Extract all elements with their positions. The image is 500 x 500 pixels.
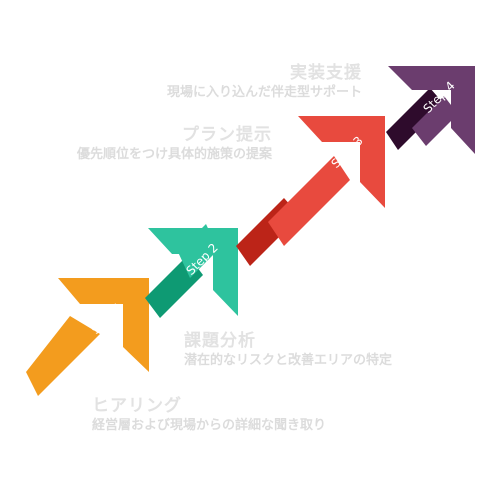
step-1-title: ヒアリング (92, 396, 182, 416)
step-2-title: 課題分析 (184, 331, 256, 351)
step-1-caption: ヒアリング 経営層および現場からの詳細な聞き取り (92, 395, 326, 435)
step-3-arrow: Step 3 (268, 88, 444, 246)
step-1-head (58, 278, 149, 372)
step-2-desc: 潜在的なリスクと改善エリアの特定 (184, 353, 393, 368)
step-2-arrow: Step 2 (148, 198, 300, 316)
step-2-head (148, 228, 238, 316)
step-3-shaft (268, 156, 350, 246)
step-4-shaft (412, 96, 458, 146)
step-4-caption: 実装支援 現場に入り込んだ伴走型サポート (167, 62, 362, 102)
step-3-shade (386, 88, 444, 150)
step-1-arrow: Step 1 (26, 255, 203, 396)
step-3-desc: 優先順位をつけ具体的施策の提案 (76, 147, 272, 162)
step-3-title: プラン提示 (182, 125, 272, 145)
step-1-shaft (26, 316, 100, 396)
step-1-desc: 経営層および現場からの詳細な聞き取り (92, 418, 327, 433)
step-1-label: Step 1 (89, 300, 126, 337)
step-4-title: 実装支援 (290, 63, 362, 83)
step-4-desc: 現場に入り込んだ伴走型サポート (166, 85, 362, 100)
step-3-head (298, 116, 385, 208)
step-3-caption: プラン提示 優先順位をつけ具体的施策の提案 (77, 124, 272, 164)
step-2-caption: 課題分析 潜在的なリスクと改善エリアの特定 (184, 330, 392, 370)
step-4-head (388, 66, 475, 154)
